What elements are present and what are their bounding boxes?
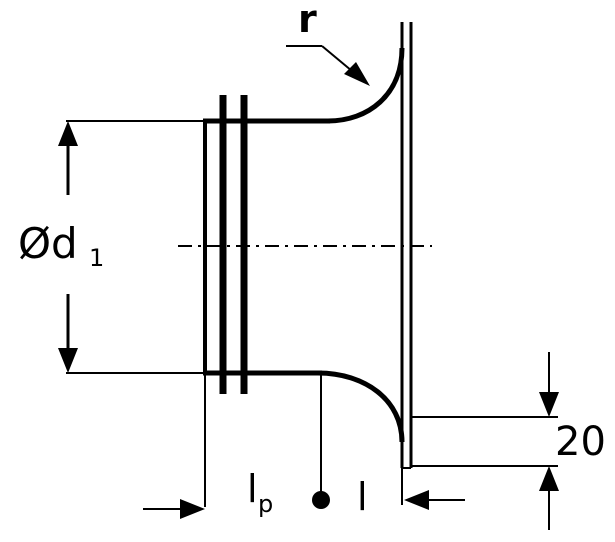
diameter-label: Ød — [18, 219, 78, 268]
bellmouth-curve-bottom — [317, 370, 405, 443]
radius-arrow-icon — [344, 62, 370, 86]
diameter-subscript: 1 — [89, 244, 104, 272]
length-arrow-left-icon — [404, 490, 429, 510]
radius-label: r — [298, 0, 317, 41]
dia-arrow-up-icon — [58, 121, 78, 146]
bellmouth-curve-top — [327, 47, 405, 124]
dia-arrow-down-icon — [58, 348, 78, 373]
lp-arrow-right-icon — [180, 499, 205, 519]
length-label: l — [357, 475, 368, 519]
radius-leader — [321, 45, 353, 72]
offset-arrow-down-icon — [539, 392, 559, 417]
lp-label: l — [247, 467, 258, 511]
offset-label: 20 — [555, 419, 606, 465]
offset-arrow-up-icon — [539, 466, 559, 491]
lp-subscript: p — [258, 490, 273, 518]
reference-point-dot — [312, 491, 330, 509]
